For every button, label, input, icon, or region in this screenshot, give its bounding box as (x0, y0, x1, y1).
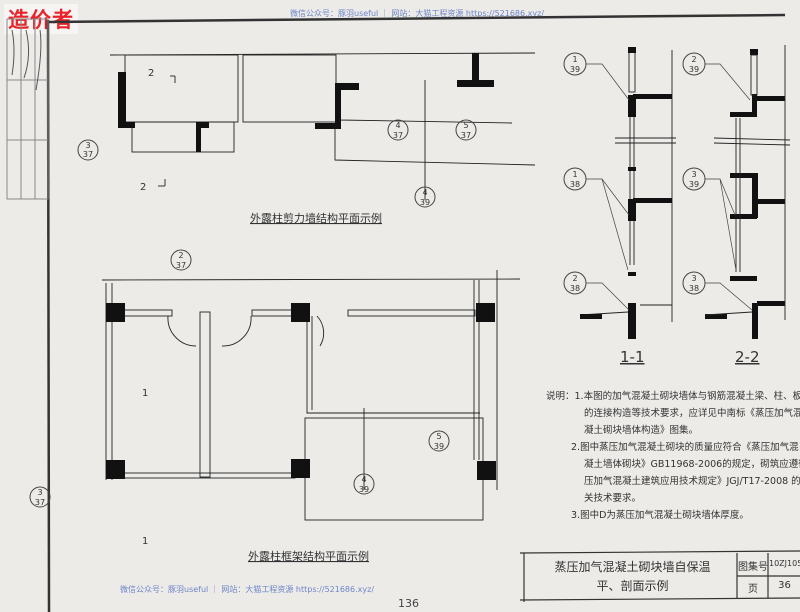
callout-num: 2 (691, 55, 696, 64)
callout-sheet: 39 (689, 180, 699, 189)
column (477, 461, 496, 480)
title-line-1: 蒸压加气混凝土砌块墙自保温 (554, 560, 711, 574)
callout-num: 3 (691, 274, 696, 283)
section-mark-2-bottom: 2 (140, 182, 146, 193)
callout-sheet: 39 (420, 198, 430, 207)
callout-sheet: 38 (689, 284, 699, 293)
atlas-label: 图集号 (738, 562, 768, 573)
section-callouts: 139 138 238 239 339 338 (563, 52, 706, 295)
callout-num: 5 (436, 432, 441, 441)
atlas-value: 10ZJ105 (769, 559, 800, 568)
column (476, 303, 495, 322)
watermark-brand: 造价者 (4, 4, 78, 34)
top-plan-callouts: 337 437 537 439 (77, 119, 477, 208)
callout-sheet: 39 (359, 485, 369, 494)
note-line: 2.图中蒸压加气混凝土砌块的质量应符合《蒸压加气混 (571, 442, 799, 453)
page-number: 136 (398, 597, 419, 610)
section-2-2 (704, 45, 791, 320)
section-1-1 (579, 50, 676, 322)
top-plan-walls (118, 53, 494, 152)
callout-num: 4 (422, 188, 427, 197)
callout-num: 3 (691, 170, 696, 179)
watermark-bottom: 微信公众号：豚羽useful ｜ 网站：大猫工程资源 https://52168… (120, 585, 375, 594)
bottom-plan-columns (106, 303, 496, 480)
callout-num: 2 (178, 251, 183, 260)
note-line: 3.图中D为蒸压加气混凝土砌块墙体厚度。 (571, 510, 749, 521)
section-mark-1-bottom: 1 (142, 536, 148, 547)
column (291, 459, 310, 478)
signature-scribbles (11, 29, 42, 91)
callout-sheet: 37 (461, 131, 471, 140)
callout-num: 4 (361, 475, 366, 484)
column (291, 303, 310, 322)
section-label-2-2: 2-2 (735, 348, 760, 366)
signature-table (6, 18, 49, 200)
title-line-2: 平、剖面示例 (596, 579, 669, 593)
leader-lines (586, 63, 753, 311)
note-line: 凝土砌块墙体构造》图集。 (584, 425, 699, 436)
page-value: 36 (778, 580, 791, 591)
note-line: 凝土墙体砌块》GB11968-2006的规定，砌筑应遵循《蒸 (584, 459, 800, 470)
top-plan-title: 外露柱剪力墙结构平面示例 (250, 211, 382, 225)
callout-num: 1 (572, 170, 577, 179)
callout-sheet: 37 (176, 261, 186, 270)
note-line: 关技术要求。 (584, 493, 642, 504)
callout-num: 3 (37, 488, 42, 497)
note-line: 压加气混凝土建筑应用技术规定》JGJ/T17-2008 的有 (584, 476, 800, 487)
note-line: 的连接构造等技术要求，应详见中南标《蒸压加气混 (584, 408, 800, 419)
callout-num: 1 (572, 55, 577, 64)
callout-sheet: 38 (570, 180, 580, 189)
callout-sheet: 37 (83, 150, 93, 159)
page-label: 页 (748, 584, 758, 595)
callout-sheet: 38 (570, 284, 580, 293)
callout-num: 2 (572, 274, 577, 283)
bottom-plan-title: 外露柱框架结构平面示例 (248, 549, 369, 563)
callout-num: 5 (463, 121, 468, 130)
watermark-top: 微信公众号：豚羽useful ｜ 网站：大猫工程资源 https://52168… (290, 9, 545, 18)
notes: 说明：1.本图的加气混凝土砌块墙体与钢筋混凝土梁、柱、板 的连接构造等技术要求，… (546, 388, 800, 524)
callout-sheet: 37 (35, 498, 45, 507)
column (106, 303, 125, 322)
section-concrete (580, 47, 785, 339)
callout-num: 4 (395, 121, 400, 130)
notes-heading: 说明： (546, 391, 575, 402)
title-block (519, 550, 800, 602)
section-mark-1-top: 1 (142, 388, 148, 399)
section-mark-2-top: 2 (148, 68, 154, 79)
callout-sheet: 39 (570, 65, 580, 74)
note-line: 1.本图的加气混凝土砌块墙体与钢筋混凝土梁、柱、板 (574, 391, 800, 402)
callout-sheet: 39 (689, 65, 699, 74)
callout-sheet: 39 (434, 442, 444, 451)
bottom-plan-callouts: 237 337 539 439 (29, 249, 450, 508)
frame-top (47, 13, 786, 24)
callout-sheet: 37 (393, 131, 403, 140)
column (106, 460, 125, 479)
bottom-plan (101, 270, 521, 521)
section-label-1-1: 1-1 (620, 348, 645, 366)
callout-num: 3 (85, 141, 90, 150)
title-block-title: 蒸压加气混凝土砌块墙自保温 平、剖面示例 (530, 558, 735, 596)
